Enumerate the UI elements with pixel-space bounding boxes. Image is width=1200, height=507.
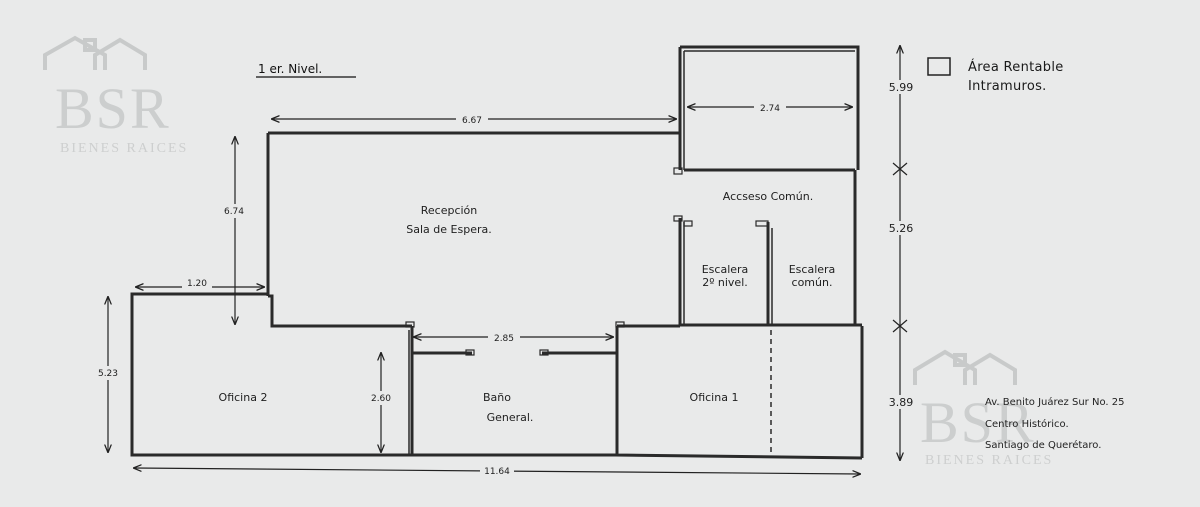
house-icon <box>43 35 147 70</box>
address-line-3: Santiago de Querétaro. <box>985 439 1101 451</box>
room-office-2: Oficina 2 <box>219 391 268 404</box>
dim-office2-step: 1.20 <box>187 279 207 289</box>
dim-total-width: 11.64 <box>484 467 510 477</box>
dim-top-width: 6.67 <box>462 116 482 126</box>
legend-label-line1: Área Rentable <box>968 59 1064 75</box>
legend-swatch <box>927 57 951 76</box>
watermark-brand-bottom: BSR <box>920 390 1036 455</box>
watermark-brand-top: BSR <box>55 76 171 141</box>
dim-corridor-width: 2.85 <box>494 334 514 344</box>
legend: Área Rentable Intramuros. <box>927 57 1064 94</box>
room-office-1: Oficina 1 <box>690 391 739 404</box>
watermark-logo-top: BSR BIENES RAICES <box>43 35 188 156</box>
room-stair-common-sub: común. <box>792 276 833 289</box>
dim-box-width: 2.74 <box>760 104 780 114</box>
dim-right-bottom: 3.89 <box>889 396 914 409</box>
room-stair-second-sub: 2º nivel. <box>702 276 748 289</box>
room-reception: Recepción <box>421 204 478 217</box>
dim-reception-height: 6.74 <box>224 207 244 217</box>
dim-right-mid: 5.26 <box>889 222 914 235</box>
walls <box>130 45 864 460</box>
address-line-1: Av. Benito Juárez Sur No. 25 <box>985 396 1124 408</box>
watermark-tagline-bottom: BIENES RAICES <box>925 453 1053 468</box>
level-title: 1 er. Nivel. <box>258 62 322 76</box>
dim-bath-height: 2.60 <box>371 394 391 404</box>
room-waiting: Sala de Espera. <box>406 223 491 236</box>
room-stair-common: Escalera <box>789 263 836 276</box>
address-block: Av. Benito Juárez Sur No. 25 Centro Hist… <box>985 396 1124 451</box>
dim-right-top: 5.99 <box>889 81 914 94</box>
legend-label-line2: Intramuros. <box>968 79 1047 94</box>
watermark-logo-bottom: BSR BIENES RAICES <box>913 349 1053 468</box>
room-stair-second: Escalera <box>702 263 749 276</box>
dimension-labels: 6.67 2.74 6.74 1.20 5.23 2.85 2.60 11.64… <box>92 80 917 477</box>
room-bath-sub: General. <box>487 411 534 424</box>
address-line-2: Centro Histórico. <box>985 418 1069 430</box>
dim-left-height: 5.23 <box>98 369 118 379</box>
room-bath: Baño <box>483 391 511 404</box>
room-common-access: Accseso Común. <box>723 190 813 203</box>
room-labels: Recepción Sala de Espera. Accseso Común.… <box>219 190 836 424</box>
dimension-lines <box>108 46 908 474</box>
watermark-tagline-top: BIENES RAICES <box>60 141 188 156</box>
house-icon <box>913 349 1017 385</box>
